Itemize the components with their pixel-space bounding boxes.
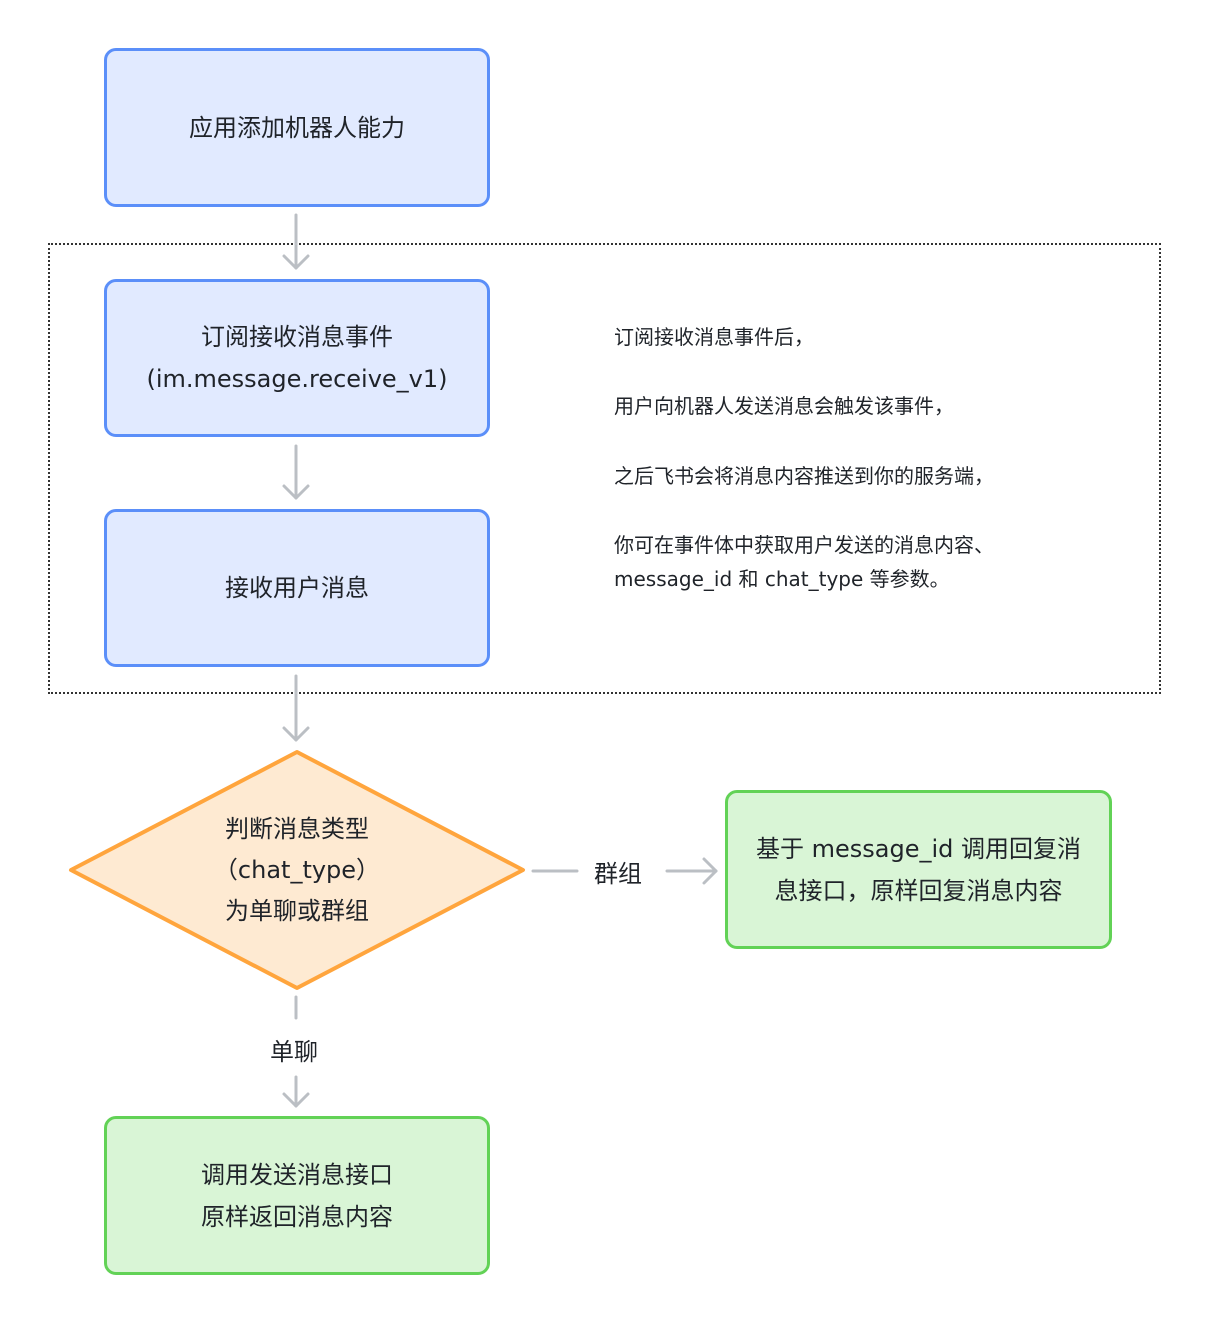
edge-label-group: 群组: [594, 854, 642, 889]
note-line: 用户向机器人发送消息会触发该事件，: [614, 394, 954, 418]
node-reply-line: 息接口，原样回复消息内容: [774, 876, 1063, 905]
arrow-add-to-subscribe: [282, 213, 310, 270]
node-send-line: 原样返回消息内容: [201, 1202, 393, 1231]
arrow-decision-to-group: [531, 857, 718, 885]
node-subscribe-event-name: (im.message.receive_v1): [146, 365, 448, 393]
node-send-p2p: 调用发送消息接口 原样返回消息内容: [104, 1116, 490, 1275]
node-add-bot: 应用添加机器人能力: [104, 48, 490, 207]
node-receive-text: 接收用户消息: [225, 574, 369, 602]
edge-label-p2p: 单聊: [270, 1032, 318, 1067]
decision-line: 为单聊或群组: [224, 896, 369, 925]
node-subscribe-event: 订阅接收消息事件 (im.message.receive_v1): [104, 279, 490, 437]
decision-line: （chat_type）: [213, 855, 381, 884]
node-reply-line: 基于 message_id 调用回复消: [755, 834, 1082, 863]
decision-text: 判断消息类型 （chat_type） 为单聊或群组: [70, 752, 524, 988]
arrow-receive-to-decision: [282, 674, 310, 742]
arrow-decision-to-p2p: [282, 995, 310, 1108]
decision-line: 判断消息类型: [224, 814, 369, 843]
note-line: message_id 和 chat_type 等参数。: [614, 567, 950, 591]
node-subscribe-title: 订阅接收消息事件: [200, 323, 393, 351]
node-reply-group: 基于 message_id 调用回复消 息接口，原样回复消息内容: [725, 790, 1112, 949]
node-receive-message: 接收用户消息: [104, 509, 490, 667]
note-line: 订阅接收消息事件后，: [614, 325, 814, 349]
node-send-line: 调用发送消息接口: [201, 1160, 393, 1189]
event-subscription-group: [48, 243, 1161, 694]
arrow-subscribe-to-receive: [282, 444, 310, 500]
node-add-bot-text: 应用添加机器人能力: [189, 113, 405, 142]
decision-diamond: [69, 750, 525, 990]
note-line: 之后飞书会将消息内容推送到你的服务端，: [614, 464, 994, 488]
note-line: 你可在事件体中获取用户发送的消息内容、: [614, 533, 994, 557]
